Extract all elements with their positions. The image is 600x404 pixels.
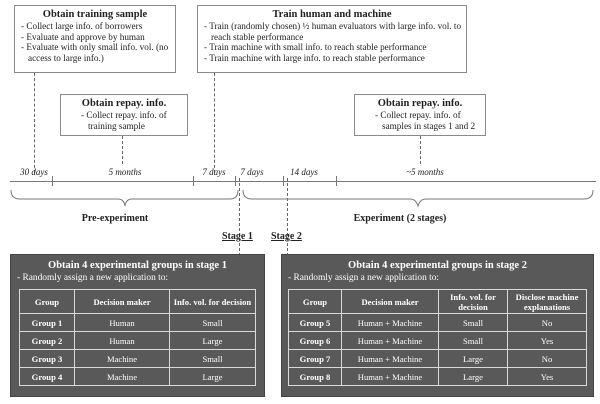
info-vol-cell: Small bbox=[438, 331, 508, 350]
table-header: Disclose machine explanations bbox=[507, 289, 587, 314]
experiment-brace bbox=[242, 189, 594, 208]
group-cell: Group 4 bbox=[19, 367, 75, 386]
timeline-tick bbox=[283, 176, 284, 186]
training-sample-item: Collect large info. of borrowers bbox=[19, 21, 171, 32]
repay-info-box-2: Obtain repay. info. Collect repay. info.… bbox=[354, 94, 486, 136]
group-cell: Group 6 bbox=[288, 331, 342, 350]
connector-training bbox=[34, 73, 35, 173]
period-label: 30 days bbox=[20, 167, 48, 177]
train-human-machine-list: Train (randomly chosen) ½ human evaluato… bbox=[202, 21, 462, 63]
timeline-tick bbox=[235, 176, 236, 186]
decision-maker-cell: Machine bbox=[74, 349, 170, 368]
table-row: Group 6 Human + Machine Small Yes bbox=[288, 331, 587, 350]
info-vol-cell: Large bbox=[438, 367, 508, 386]
connector-stage-2 bbox=[287, 178, 288, 256]
decision-maker-cell: Human + Machine bbox=[341, 367, 439, 386]
training-sample-box: Obtain training sample Collect large inf… bbox=[14, 5, 176, 73]
info-vol-cell: Large bbox=[438, 349, 508, 368]
group-cell: Group 8 bbox=[288, 367, 342, 386]
table-header: Group bbox=[288, 289, 342, 314]
period-label: 7 days bbox=[240, 167, 264, 177]
train-human-machine-title: Train human and machine bbox=[272, 9, 392, 20]
explanations-cell: No bbox=[507, 349, 587, 368]
train-human-machine-item: Train (randomly chosen) ½ human evaluato… bbox=[202, 21, 462, 42]
table-header: Decision maker bbox=[341, 289, 439, 314]
repay-info-box-1: Obtain repay. info. Collect repay. info.… bbox=[60, 94, 188, 136]
timeline-axis bbox=[10, 181, 596, 182]
connector-stage-1 bbox=[239, 178, 240, 256]
training-sample-item: Evaluate and approve by human bbox=[19, 32, 171, 43]
table-row: Group 4 Machine Large bbox=[19, 367, 256, 386]
explanations-cell: Yes bbox=[507, 331, 587, 350]
table-row: Group 8 Human + Machine Large Yes bbox=[288, 367, 587, 386]
stage-1-panel: Obtain 4 experimental groups in stage 1 … bbox=[10, 254, 265, 397]
timeline-tick bbox=[336, 176, 337, 186]
repay-info-item: Collect repay. info. of samples in stage… bbox=[373, 110, 481, 131]
group-cell: Group 7 bbox=[288, 349, 342, 368]
connector-repay-2 bbox=[420, 136, 421, 164]
repay-info-title-2: Obtain repay. info. bbox=[377, 98, 463, 109]
decision-maker-cell: Machine bbox=[74, 367, 170, 386]
stage-1-title: Obtain 4 experimental groups in stage 1 bbox=[48, 260, 227, 271]
connector-train bbox=[214, 73, 215, 173]
training-sample-list: Collect large info. of borrowers Evaluat… bbox=[19, 21, 171, 63]
period-label: 7 days bbox=[202, 167, 226, 177]
stage-2-table: Group Decision maker Info. vol. for deci… bbox=[288, 289, 587, 386]
repay-info-item: Collect repay. info. of training sample bbox=[79, 110, 183, 131]
decision-maker-cell: Human + Machine bbox=[341, 349, 439, 368]
table-header: Decision maker bbox=[74, 289, 170, 314]
group-cell: Group 1 bbox=[19, 313, 75, 332]
table-row: Group 5 Human + Machine Small No bbox=[288, 313, 587, 332]
training-sample-title: Obtain training sample bbox=[42, 9, 148, 20]
info-vol-cell: Small bbox=[169, 313, 256, 332]
repay-info-title-1: Obtain repay. info. bbox=[81, 98, 167, 109]
decision-maker-cell: Human bbox=[74, 313, 170, 332]
stage-1-subtitle: - Randomly assign a new application to: bbox=[17, 273, 169, 283]
period-label: ~5 months bbox=[406, 167, 444, 177]
table-header: Group bbox=[19, 289, 75, 314]
table-row: Group 3 Machine Small bbox=[19, 349, 256, 368]
timeline-tick bbox=[193, 176, 194, 186]
period-label: 5 months bbox=[108, 167, 142, 177]
decision-maker-cell: Human + Machine bbox=[341, 313, 439, 332]
group-cell: Group 3 bbox=[19, 349, 75, 368]
info-vol-cell: Large bbox=[169, 331, 256, 350]
explanations-cell: Yes bbox=[507, 367, 587, 386]
group-cell: Group 5 bbox=[288, 313, 342, 332]
phase-experiment: Experiment (2 stages) bbox=[353, 213, 447, 224]
train-human-machine-item: Train machine with small info. to reach … bbox=[202, 42, 462, 53]
explanations-cell: No bbox=[507, 313, 587, 332]
table-row: Group 1 Human Small bbox=[19, 313, 256, 332]
stage-2-label: Stage 2 bbox=[271, 231, 302, 242]
decision-maker-cell: Human bbox=[74, 331, 170, 350]
table-header: Info. vol. for decision bbox=[169, 289, 256, 314]
stage-1-label: Stage 1 bbox=[222, 231, 253, 242]
info-vol-cell: Small bbox=[169, 349, 256, 368]
pre-experiment-brace bbox=[10, 189, 239, 207]
connector-repay-1 bbox=[122, 136, 123, 164]
info-vol-cell: Small bbox=[438, 313, 508, 332]
timeline-tick bbox=[52, 176, 53, 186]
stage-2-subtitle: - Randomly assign a new application to: bbox=[288, 273, 440, 283]
train-human-machine-item: Train machine with large info. to reach … bbox=[202, 53, 462, 64]
table-row: Group 2 Human Large bbox=[19, 331, 256, 350]
repay-info-list-1: Collect repay. info. of training sample bbox=[79, 110, 183, 131]
table-row: Group 7 Human + Machine Large No bbox=[288, 349, 587, 368]
repay-info-list-2: Collect repay. info. of samples in stage… bbox=[373, 110, 481, 131]
info-vol-cell: Large bbox=[169, 367, 256, 386]
stage-2-title: Obtain 4 experimental groups in stage 2 bbox=[348, 260, 527, 271]
phase-pre-experiment: Pre-experiment bbox=[81, 213, 149, 224]
training-sample-item: Evaluate with only small info. vol. (no … bbox=[19, 42, 171, 63]
period-label: 14 days bbox=[290, 167, 318, 177]
stage-1-table: Group Decision maker Info. vol. for deci… bbox=[19, 289, 256, 386]
decision-maker-cell: Human + Machine bbox=[341, 331, 439, 350]
stage-2-panel: Obtain 4 experimental groups in stage 2 … bbox=[281, 254, 594, 397]
table-header: Info. vol. for decision bbox=[438, 289, 508, 314]
group-cell: Group 2 bbox=[19, 331, 75, 350]
train-human-machine-box: Train human and machine Train (randomly … bbox=[197, 5, 467, 73]
